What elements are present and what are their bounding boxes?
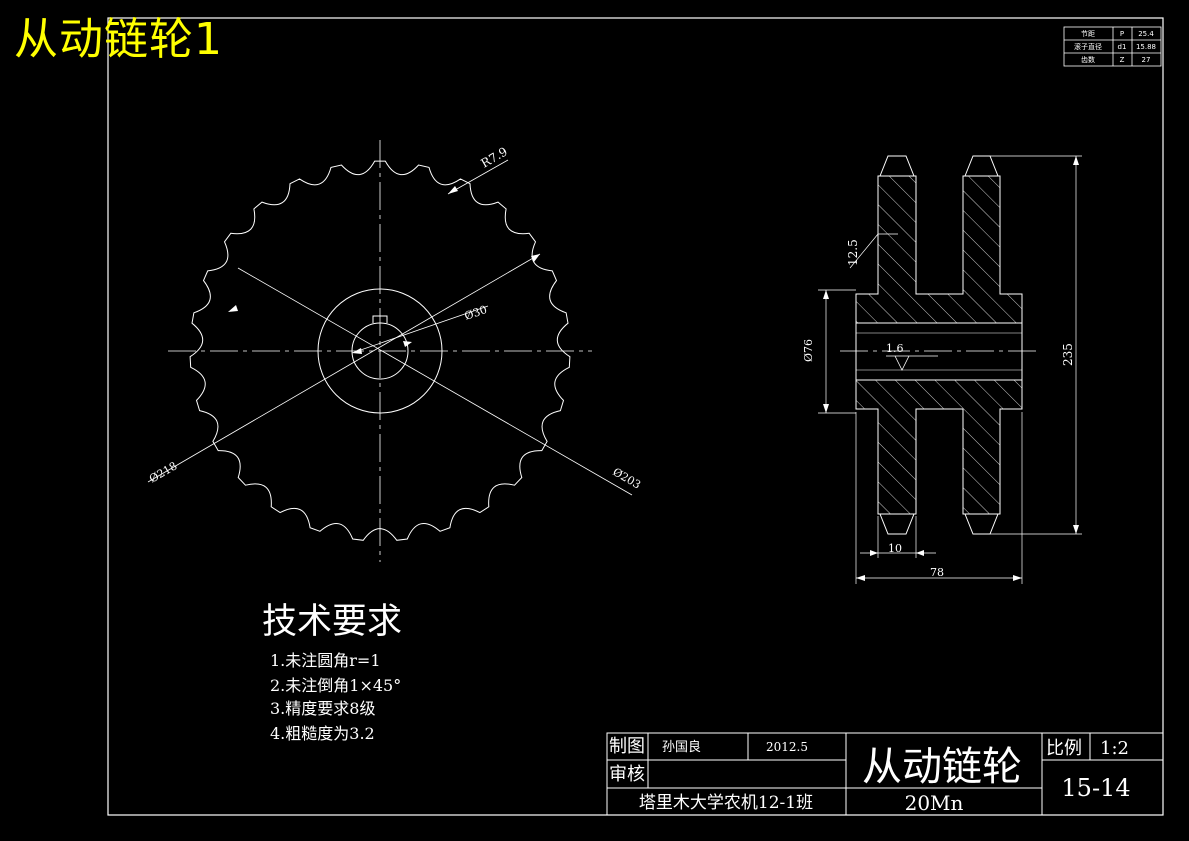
title-block (606, 732, 1164, 816)
tech-req-item: 2.未注倒角1×45° (270, 676, 401, 695)
dim-r: R7.9 (479, 144, 510, 170)
param-name: 滚子直径 (1074, 42, 1102, 51)
radius-leader (447, 159, 509, 195)
material: 20Mn (905, 791, 964, 815)
sheet-title: 从动链轮1 (14, 14, 223, 65)
tooth-tip-top-right (964, 155, 999, 177)
tech-req-title: 技术要求 (262, 602, 402, 642)
param-value: 27 (1142, 56, 1151, 64)
root-diameter-leader (237, 267, 633, 496)
tooth-tip-bottom-left (879, 513, 915, 535)
parameter-table (1063, 26, 1162, 67)
upper-section (855, 175, 1023, 324)
tip-diameter-leader (147, 253, 541, 483)
part-name: 从动链轮 (862, 744, 1022, 790)
drawn-date: 2012.5 (766, 740, 808, 754)
param-row: 齿数 Z 27 (1081, 55, 1150, 64)
front-arrows (228, 186, 540, 354)
param-value: 15.88 (1136, 43, 1156, 51)
drawn-label: 制图 (609, 736, 645, 757)
front-view (147, 140, 633, 562)
tech-req-item: 4.粗糙度为3.2 (270, 724, 375, 743)
drawn-name: 孙国良 (662, 739, 701, 755)
param-symbol: d1 (1118, 43, 1127, 51)
param-row: 滚子直径 d1 15.88 (1074, 42, 1156, 51)
dim-total-width: 78 (930, 566, 944, 579)
side-view (818, 155, 1082, 584)
param-row: 节距 P 25.4 (1081, 30, 1154, 38)
dim-hub-diameter: Ø76 (802, 339, 815, 362)
side-arrows (823, 156, 1079, 581)
check-label: 审核 (609, 764, 645, 785)
dim-tooth-width: 10 (888, 542, 902, 555)
dim-bore: Ø30 (463, 303, 489, 323)
dim-tip-diameter: Ø218 (147, 459, 179, 485)
dim-roughness: 12.5 (846, 239, 860, 266)
param-value: 25.4 (1138, 30, 1154, 38)
tech-req-item: 3.精度要求8级 (270, 699, 375, 718)
dim-inner-roughness: 1.6 (886, 342, 904, 355)
scale-value: 1:2 (1100, 738, 1129, 759)
organization: 塔里木大学农机12-1班 (639, 793, 813, 813)
tooth-tip-top-left (879, 155, 915, 177)
param-name: 节距 (1081, 30, 1095, 38)
tooth-tip-bottom-right (964, 513, 999, 535)
param-symbol: P (1120, 30, 1124, 38)
bore-diameter-leader (351, 305, 489, 354)
param-name: 齿数 (1081, 55, 1095, 64)
lower-section (855, 379, 1023, 515)
tech-req-item: 1.未注圆角r=1 (270, 651, 381, 670)
param-symbol: Z (1120, 56, 1125, 64)
scale-label: 比例 (1046, 738, 1082, 759)
dim-height: 235 (1061, 343, 1075, 366)
dim-root-diameter: Ø203 (611, 465, 643, 491)
drawing-frame (107, 17, 1164, 816)
drawing-number: 15-14 (1061, 774, 1130, 802)
